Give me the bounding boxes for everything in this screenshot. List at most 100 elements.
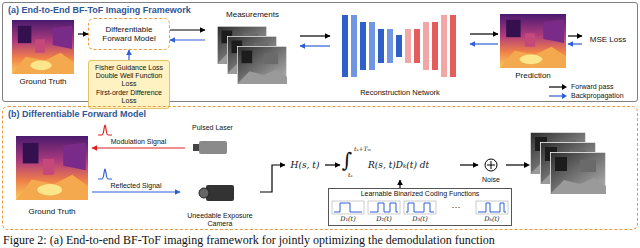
depth-image	[12, 20, 74, 74]
image-label: Ground Truth	[19, 77, 66, 86]
waveform-frame	[476, 201, 508, 214]
coding-waveform	[478, 203, 506, 212]
panel-title: (a) End-to-End BF-ToF Imaging Framework	[8, 5, 191, 15]
box-label: Differentiable Forward Model	[92, 25, 166, 43]
loss-label: MSE Loss	[590, 35, 626, 44]
math-term: H(s, t)	[291, 160, 320, 170]
framework-panel: (a) End-to-End BF-ToF Imaging FrameworkG…	[2, 2, 638, 102]
figure-caption: Figure 2: (a) End-to-end BF-ToF imaging …	[3, 234, 495, 247]
encoder-bar	[342, 15, 348, 77]
laser-lens	[193, 144, 199, 151]
flow-arrow	[300, 35, 330, 36]
measurement-image	[237, 46, 287, 84]
loss-node: MSE Loss	[582, 30, 634, 50]
flow-arrow	[568, 43, 582, 44]
image-label: Prediction	[515, 71, 551, 80]
coding-waveform	[406, 203, 434, 212]
decoder-bar	[414, 29, 420, 63]
legend-arrowhead	[562, 84, 567, 90]
flow-arrow	[325, 164, 340, 165]
lower-limit: tₛ	[348, 172, 352, 178]
legend: Forward passBackpropagation	[548, 82, 624, 100]
integral-term: R(s, t)Dₖ(t) dt	[340, 150, 460, 180]
camera-lens	[199, 188, 209, 198]
legend-row: Backpropagation	[548, 91, 624, 100]
ellipsis: ···	[452, 203, 461, 212]
unet-bars	[342, 15, 456, 77]
function-name: D₂(t)	[376, 216, 392, 223]
reconstruction-network: Reconstruction Network	[330, 12, 470, 98]
flow-arrow	[170, 29, 205, 30]
waveform-frame	[332, 201, 364, 214]
flow-arrow	[300, 45, 330, 46]
loss-name: Fisher Guidance Loss	[95, 64, 163, 72]
loss-box: Fisher Guidance LossDouble Well Function…	[88, 60, 170, 109]
flow-arrow	[92, 147, 185, 148]
output-arrow	[506, 164, 525, 165]
legend-row: Forward pass	[548, 82, 624, 91]
box-label: Learnable Binarized Coding Functions	[361, 190, 480, 198]
flow-arrow	[568, 35, 582, 36]
adder-plus	[487, 161, 495, 169]
camera-body	[206, 185, 234, 201]
pulsed-laser: Pulsed Laser	[185, 124, 240, 164]
decoder-bar	[423, 22, 429, 70]
loss-name: Double Well Function Loss	[92, 72, 166, 88]
function-name: D₁(t)	[340, 216, 356, 223]
legend-text: Forward pass	[571, 83, 613, 90]
laser-body	[199, 141, 227, 154]
measurement-stack: Measurements	[205, 10, 300, 92]
flow-arrow	[78, 33, 88, 34]
ground-truth-image: Ground Truth	[12, 132, 92, 216]
decoder-bar	[405, 29, 411, 63]
flow-arrow	[470, 43, 498, 44]
bottleneck-bar	[396, 35, 402, 57]
exposure-camera: Uneedable Exposure Camera	[180, 180, 260, 228]
waveform-frame	[404, 201, 436, 214]
decoder-bar	[432, 22, 438, 70]
flow-arrow	[470, 33, 498, 34]
coding-waveform	[334, 203, 362, 212]
noise-adder: Noise	[478, 158, 504, 184]
adder-circle	[485, 159, 497, 171]
forward-model-box: Differentiable Forward Model	[88, 18, 170, 50]
image-label: Measurements	[226, 10, 279, 19]
flow-arrow	[92, 191, 180, 192]
flow-arrow	[460, 164, 478, 165]
math-term: R(s, t)Dₖ(t) dt	[368, 160, 429, 170]
legend-line	[549, 86, 563, 87]
prediction-image: Prediction	[498, 12, 568, 80]
upper-limit: tₛ+Tₘ	[354, 146, 371, 152]
noise-label: Noise	[482, 176, 500, 184]
function-name: Dₖ(t)	[484, 216, 499, 223]
network-label: Reconstruction Network	[360, 89, 440, 98]
signal-label: Reflected Signal	[109, 182, 164, 190]
encoder-bar	[369, 22, 375, 70]
ground-truth-image: Ground Truth	[8, 18, 78, 86]
encoder-bar	[387, 29, 393, 63]
measurement-image	[550, 152, 606, 194]
encoder-bar	[378, 29, 384, 63]
loss-name: First-order Difference Loss	[92, 89, 166, 105]
integral-sign: ∫	[342, 150, 352, 170]
device-label: Pulsed Laser	[192, 124, 233, 132]
adder-symbol	[478, 158, 504, 172]
pulse-symbol	[98, 169, 112, 179]
decoder-bar	[441, 15, 447, 77]
encoder-bar	[351, 15, 357, 77]
legend-sample	[548, 92, 568, 100]
flow-arrow	[128, 50, 129, 60]
legend-text: Backpropagation	[571, 92, 624, 99]
prediction-image	[500, 14, 566, 68]
device-label: Uneedable Exposure Camera	[180, 212, 260, 228]
encoder-bar	[360, 22, 366, 70]
legend-arrowhead	[562, 93, 567, 99]
arrow-head	[524, 162, 530, 168]
panel-title: (b) Differentiable Forward Model	[8, 109, 146, 119]
coding-waveform	[370, 203, 398, 212]
legend-sample	[548, 83, 568, 91]
flow-arrow	[170, 39, 205, 40]
image-label: Ground Truth	[28, 207, 75, 216]
